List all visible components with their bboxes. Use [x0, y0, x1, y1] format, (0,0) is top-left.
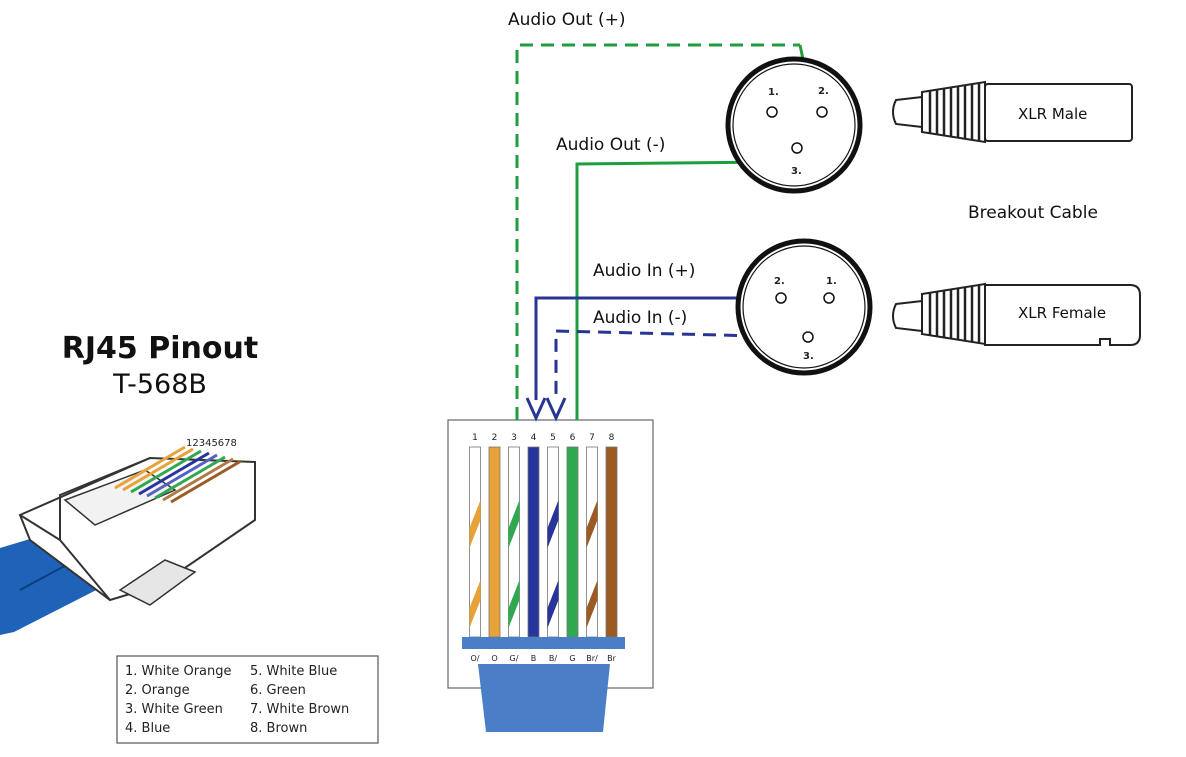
legend-item-3: 3. White Green [125, 702, 223, 717]
xlr-male-pin-1-label: 1. [768, 87, 779, 98]
xlr-female-pin-1-label: 1. [826, 276, 837, 287]
plug-top-edge [59, 457, 151, 540]
audio-in-pos-label: Audio In (+) [593, 261, 695, 281]
xlr-female-pin-2-label: 2. [774, 276, 785, 287]
plug-latch [118, 559, 197, 606]
legend-item-4: 4. Blue [125, 721, 170, 736]
connector-wire-4 [527, 446, 540, 638]
rj45-connector-front: 1 2 3 4 5 6 7 8 O/O G/B B/G Br/Br [447, 419, 654, 732]
audio-out-neg-line [575, 157, 778, 420]
breakout-cable-label: Breakout Cable [968, 203, 1098, 223]
legend-item-1: 1. White Orange [125, 664, 232, 679]
plug-wire [146, 453, 218, 498]
plug-wire [114, 445, 186, 490]
audio-in-pos-line [534, 296, 770, 400]
color-legend: 1. White Orange 2. Orange 3. White Green… [116, 655, 379, 744]
connector-pin-number: 2 [492, 433, 498, 443]
connector-pin-codes: O/O G/B B/G Br/Br [471, 654, 617, 663]
connector-cable-jacket [478, 664, 610, 732]
connector-wire-stripe [547, 580, 559, 628]
plug-pin-numbers: 12345678 [186, 438, 237, 449]
plug-wire [154, 455, 226, 500]
connector-pin-number: 7 [589, 433, 595, 443]
plug-wire [122, 447, 194, 492]
connector-pin-code: G/ [510, 654, 519, 663]
xlr-female-inner-ring [742, 245, 866, 369]
connector-wire-stripe [547, 500, 559, 548]
xlr-female-outer-ring [735, 238, 873, 376]
connector-pin-code: O [491, 654, 497, 663]
xlr-female-boot [921, 282, 986, 346]
audio-in-neg-arrow [545, 397, 567, 422]
plug-wire [170, 459, 242, 504]
plug-wire [138, 451, 210, 496]
connector-wire-stripe [469, 500, 481, 548]
legend-item-6: 6. Green [250, 683, 306, 698]
legend-box [116, 655, 379, 744]
xlr-male-boot [921, 80, 986, 144]
xlr-female-face: 2. 1. 3. [735, 238, 873, 376]
connector-jacket-band [462, 637, 625, 649]
cable-shadow-line [19, 562, 71, 591]
xlr-female-label: XLR Female [1018, 304, 1106, 322]
legend-item-8: 8. Brown [250, 721, 307, 736]
xlr-male-pin-2-label: 2. [818, 86, 829, 97]
audio-out-pos-label: Audio Out (+) [508, 10, 625, 30]
connector-pin-code: B [531, 654, 537, 663]
xlr-male-pin-3-label: 3. [791, 166, 802, 177]
audio-in-neg-label: Audio In (-) [593, 308, 687, 328]
plug-wire [162, 457, 234, 502]
connector-wire-stripe [508, 500, 520, 548]
connector-pin-code: G [569, 654, 575, 663]
connector-wires [469, 446, 618, 638]
xlr-male-pin-1 [766, 106, 778, 118]
rj45-plug-illustration: 12345678 [0, 438, 256, 635]
connector-pin-number: 6 [570, 433, 576, 443]
connector-pin-code: B/ [549, 654, 557, 663]
xlr-female-pin-3-label: 3. [803, 351, 814, 362]
xlr-male-inner-ring [732, 63, 856, 187]
connector-pin-code: O/ [471, 654, 480, 663]
connector-wire-stripe [508, 580, 520, 628]
connector-pin-number: 5 [550, 433, 556, 443]
xlr-female-pin-2 [775, 292, 787, 304]
xlr-male-plug: XLR Male [892, 80, 1133, 144]
xlr-male-label: XLR Male [1018, 105, 1087, 123]
xlr-male-strain-tip [892, 95, 923, 129]
title-standard: T-568B [112, 369, 207, 400]
connector-pin-code: Br [607, 654, 616, 663]
connector-wire-stripe [586, 500, 598, 548]
legend-item-5: 5. White Blue [250, 664, 337, 679]
legend-item-2: 2. Orange [125, 683, 190, 698]
xlr-male-outer-ring [725, 56, 863, 194]
connector-pin-number: 4 [531, 433, 537, 443]
connector-pin-number: 1 [472, 433, 478, 443]
xlr-male-pin-3 [791, 142, 803, 154]
connector-wire-6 [566, 446, 579, 638]
audio-in-pos-arrow [525, 397, 547, 422]
connector-pin-number: 8 [609, 433, 615, 443]
xlr-female-body [984, 284, 1141, 346]
xlr-female-strain-tip [892, 299, 923, 333]
xlr-female-pin-3 [802, 331, 814, 343]
title-rj45-pinout: RJ45 Pinout [62, 331, 258, 366]
xlr-male-pin-2 [816, 106, 828, 118]
xlr-female-plug: XLR Female [892, 282, 1141, 346]
connector-wire-8 [605, 446, 618, 638]
connector-pin-code: Br/ [586, 654, 598, 663]
legend-item-7: 7. White Brown [250, 702, 349, 717]
connector-pin-numbers: 1 2 3 4 5 6 7 8 [472, 433, 615, 443]
connector-wire-stripe [469, 580, 481, 628]
xlr-female-pin-1 [823, 292, 835, 304]
xlr-male-face: 1. 2. 3. [725, 56, 863, 194]
connector-pin-number: 3 [511, 433, 517, 443]
connector-wire-stripe [586, 580, 598, 628]
connector-wire-2 [488, 446, 501, 638]
audio-out-neg-label: Audio Out (-) [556, 135, 665, 155]
plug-wire [130, 449, 202, 494]
plug-wires [114, 445, 242, 504]
xlr-male-body [984, 83, 1133, 142]
